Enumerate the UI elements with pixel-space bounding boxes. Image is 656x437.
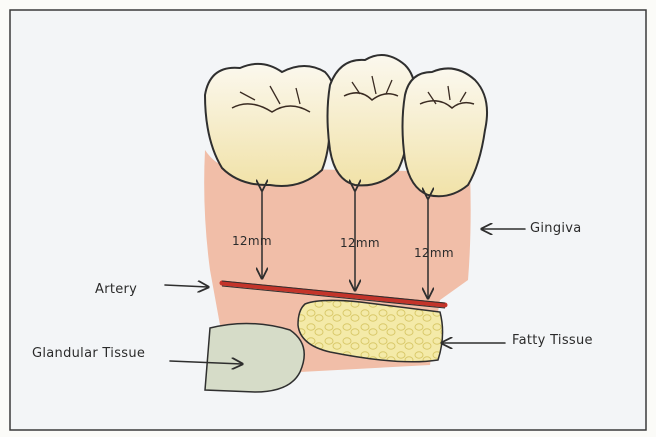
- gingiva-label: Gingiva: [530, 221, 582, 236]
- glandular-tissue-label: Glandular Tissue: [32, 346, 145, 361]
- measurement-label-3: 12mm: [414, 246, 454, 260]
- fatty-tissue-label: Fatty Tissue: [512, 333, 593, 348]
- glandular-tissue-shape: [205, 323, 304, 392]
- molar-tooth-1: [205, 64, 335, 186]
- artery-label: Artery: [95, 282, 137, 297]
- measurement-label-1: 12mm: [232, 234, 272, 248]
- measurement-label-2: 12mm: [340, 236, 380, 250]
